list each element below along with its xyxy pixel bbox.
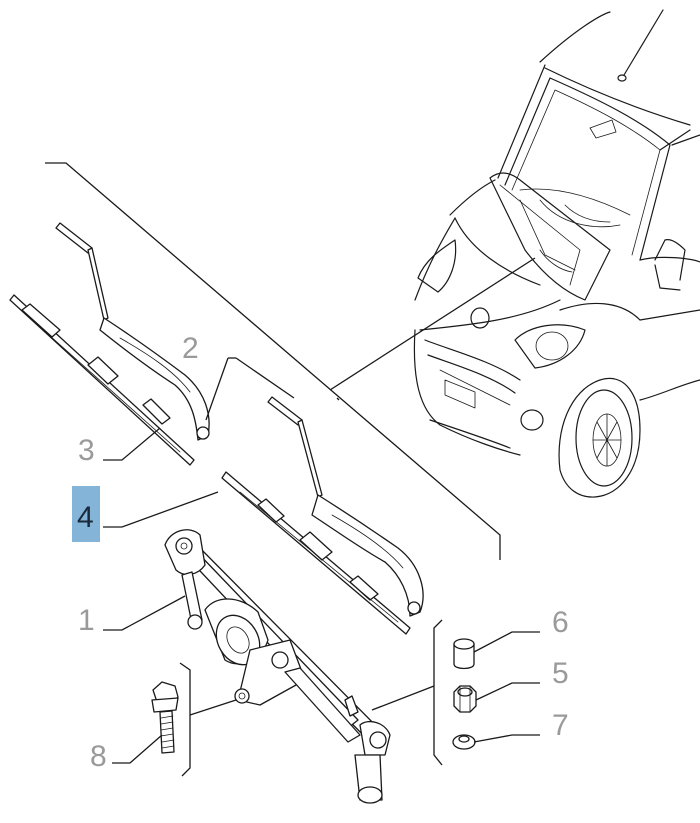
- bolt: [151, 681, 179, 754]
- callout-6[interactable]: 6: [552, 606, 569, 639]
- wiper-blade-left: [9, 294, 195, 466]
- callout-8[interactable]: 8: [90, 740, 107, 773]
- reference-lines: [45, 162, 536, 560]
- wiper-arm-right: [267, 396, 424, 617]
- callout-7[interactable]: 7: [552, 709, 569, 742]
- bushing: [453, 638, 475, 670]
- nut: [453, 685, 477, 713]
- wiper-arm-left: [55, 222, 210, 441]
- leader-lines: [103, 357, 540, 777]
- callout-1[interactable]: 1: [78, 604, 95, 637]
- callout-4-highlight: [72, 486, 100, 542]
- vehicle-illustration: [413, 9, 700, 498]
- callout-2[interactable]: 2: [182, 332, 199, 365]
- callout-3[interactable]: 3: [78, 434, 95, 467]
- callout-labels: 2 3 4 1 6 5 7 8: [77, 332, 569, 773]
- callout-4[interactable]: 4: [77, 501, 94, 534]
- wiper-linkage-motor: [164, 529, 391, 804]
- washer: [452, 734, 476, 750]
- callout-5[interactable]: 5: [552, 657, 569, 690]
- wiper-blade-right: [221, 471, 411, 635]
